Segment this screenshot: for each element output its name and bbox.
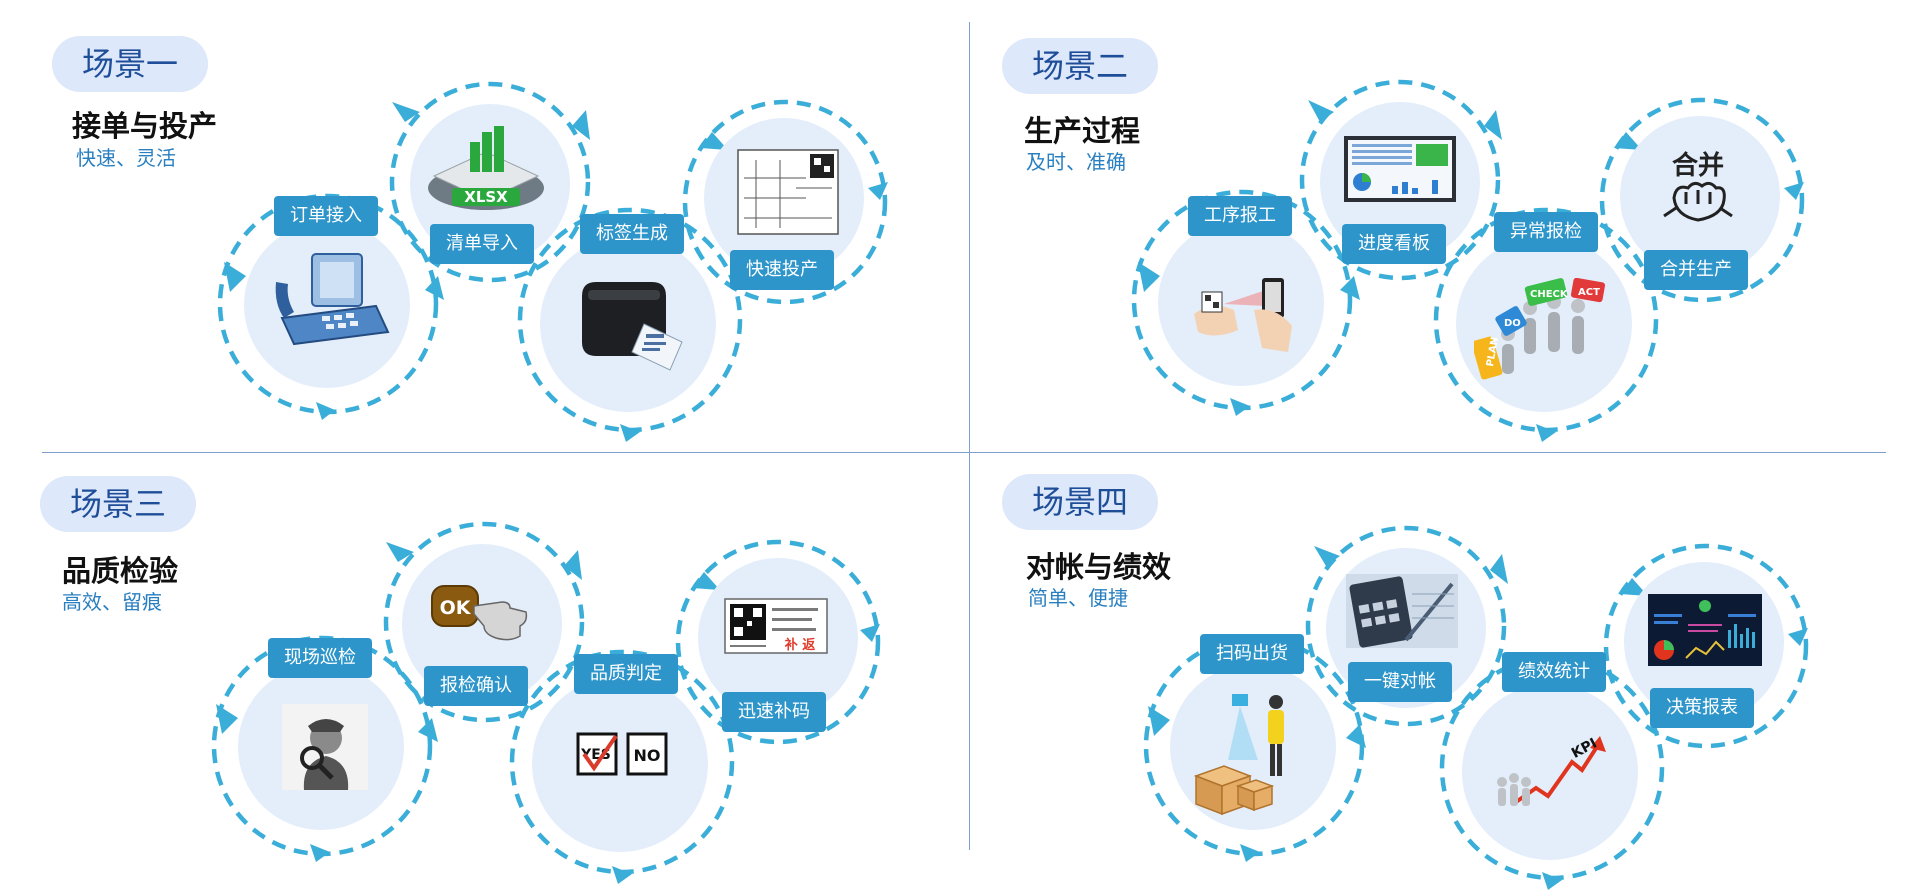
step-label-progress-board: 进度看板 — [1342, 224, 1446, 264]
dashboard-screen-icon — [1344, 136, 1456, 202]
step-circle — [1456, 236, 1632, 412]
yes-no-check-icon: YES NO — [576, 732, 668, 776]
scene-badge: 场景二 — [1002, 38, 1159, 94]
xlsx-spreadsheet-icon: XLSX — [428, 126, 544, 210]
pdca-plan-text: PLAN — [1485, 336, 1501, 367]
kpi-text: KPI — [1569, 735, 1600, 761]
pdca-do-text: DO — [1504, 318, 1521, 329]
kpi-growth-icon: KPI — [1497, 735, 1606, 806]
step-label-scan-shipment: 扫码出货 — [1200, 634, 1304, 674]
merge-text: 合并 — [1672, 150, 1724, 181]
step-circle — [1462, 684, 1638, 860]
scene-title: 品质检验 — [62, 554, 179, 588]
scene-4: 场景四 对帐与绩效 简单、便捷 — [960, 446, 1920, 892]
scene-subtitle: 及时、准确 — [1026, 150, 1126, 174]
step-label-process-report: 工序报工 — [1188, 196, 1292, 236]
step-label-inspection-confirm: 报检确认 — [424, 666, 528, 706]
scene-1: 场景一 接单与投产 快速、灵活 — [0, 0, 960, 446]
step-label-quick-recode: 迅速补码 — [722, 692, 826, 732]
step-circle — [1620, 116, 1780, 276]
patch-text: 补 返 — [784, 637, 816, 653]
label-printer-icon — [582, 282, 683, 371]
scene-badge: 场景一 — [52, 36, 209, 92]
step-label-quality-judgement: 品质判定 — [574, 654, 678, 694]
scene-title: 对帐与绩效 — [1026, 550, 1172, 584]
ok-text: OK — [440, 597, 472, 619]
scene-title: 接单与投产 — [72, 109, 218, 143]
ok-button-hand-icon: OK — [431, 585, 528, 641]
qr-label-icon: 补 返 — [724, 598, 828, 654]
step-label-list-import: 清单导入 — [430, 224, 534, 264]
drawing-qr-icon — [737, 149, 839, 235]
svg-text:XLSX: XLSX — [464, 188, 508, 206]
step-label-merged-production: 合并生产 — [1644, 250, 1748, 290]
step-label-performance-stats: 绩效统计 — [1502, 652, 1606, 692]
step-label-order-intake: 订单接入 — [274, 196, 378, 236]
scene-badge: 场景四 — [1002, 474, 1159, 530]
phone-scan-icon — [1194, 278, 1292, 352]
step-label-onsite-patrol: 现场巡检 — [268, 638, 372, 678]
step-circle — [532, 676, 708, 852]
pdca-act-text: ACT — [1578, 287, 1600, 298]
vertical-divider — [969, 22, 970, 850]
scene-subtitle: 快速、灵活 — [76, 146, 176, 170]
step-label-one-click-reconcile: 一键对帐 — [1348, 662, 1452, 702]
step-label-fast-production: 快速投产 — [730, 250, 834, 290]
calculator-icon — [1346, 574, 1458, 648]
report-dashboard-icon — [1648, 594, 1762, 666]
horizontal-divider — [42, 452, 1886, 453]
scene-badge: 场景三 — [40, 476, 197, 532]
step-label-label-generation: 标签生成 — [580, 214, 684, 254]
scene-subtitle: 简单、便捷 — [1028, 586, 1128, 610]
scene-subtitle: 高效、留痕 — [62, 590, 162, 614]
merge-fist-icon: 合并 — [1663, 150, 1733, 222]
scan-shipment-icon — [1193, 694, 1284, 816]
scene-title: 生产过程 — [1024, 114, 1141, 148]
telephone-icon — [275, 253, 390, 346]
scene-3: 场景三 品质检验 高效、留痕 — [0, 446, 960, 892]
pdca-team-icon: PLAN DO CHECK ACT — [1474, 278, 1606, 380]
magnifier-inspector-icon — [282, 704, 368, 790]
step-label-decision-report: 决策报表 — [1650, 688, 1754, 728]
pdca-check-text: CHECK — [1530, 289, 1569, 300]
step-label-exception-inspection: 异常报检 — [1494, 212, 1598, 252]
no-text: NO — [634, 746, 661, 765]
scene-2: 场景二 生产过程 及时、准确 — [960, 0, 1920, 446]
